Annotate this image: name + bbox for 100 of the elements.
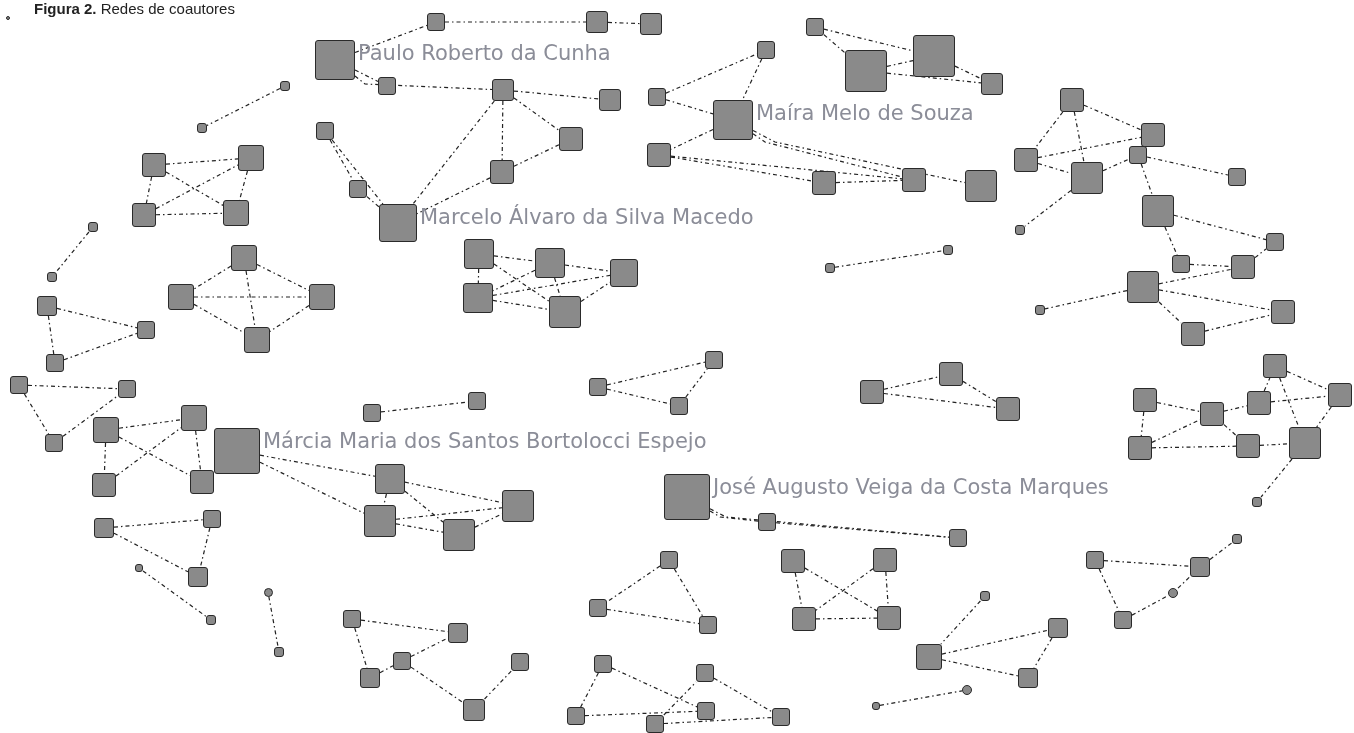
author-node (996, 397, 1020, 421)
author-node (363, 404, 381, 422)
author-node (943, 245, 953, 255)
coauthor-link (580, 281, 611, 303)
author-node (697, 702, 715, 720)
author-node (118, 380, 136, 398)
coauthor-link (395, 507, 503, 520)
coauthor-link (1158, 268, 1232, 285)
coauthor-link (606, 565, 661, 603)
coauthor-link (673, 568, 704, 617)
coauthor-link (815, 617, 878, 620)
author-node (502, 490, 534, 522)
author-node (1086, 551, 1104, 569)
author-node (913, 35, 955, 77)
author-node (223, 200, 249, 226)
coauthor-link (823, 34, 846, 54)
coauthor-link (670, 156, 813, 182)
coauthor-link (56, 307, 138, 329)
coauthor-link (741, 58, 763, 101)
coauthor-link (564, 264, 611, 272)
coauthor-link (752, 133, 903, 178)
author-node (1252, 497, 1262, 507)
author-node (939, 362, 963, 386)
coauthor-link (1263, 377, 1271, 392)
author-node (137, 321, 155, 339)
coauthor-link (513, 90, 600, 100)
coauthor-link (501, 100, 504, 161)
figure-title: Figura 2. Redes de coautores (34, 0, 235, 17)
coauthor-link (1146, 156, 1229, 176)
coauthor-link (331, 139, 384, 205)
author-node (758, 513, 776, 531)
author-node (343, 610, 361, 628)
coauthor-link (834, 250, 944, 268)
author-node (309, 284, 335, 310)
author-node (640, 13, 662, 35)
author-node (92, 473, 116, 497)
author-node (981, 73, 1003, 95)
coauthor-link (883, 376, 940, 390)
author-node (965, 170, 997, 202)
author-node (46, 354, 64, 372)
author-node (364, 505, 396, 537)
author-node (696, 664, 714, 682)
author-node (1060, 88, 1084, 112)
coauthor-link (954, 65, 982, 80)
author-node (1236, 434, 1260, 458)
author-node (586, 11, 608, 33)
author-node (6, 16, 10, 20)
coauthor-link (835, 179, 903, 184)
author-name: José Augusto Veiga da Costa Marques (713, 475, 1109, 499)
author-node (1200, 402, 1224, 426)
coauthor-link (62, 395, 119, 437)
coauthor-link (1158, 301, 1182, 324)
author-node (660, 551, 678, 569)
coauthor-link (1037, 136, 1142, 159)
coauthor-link (1223, 424, 1237, 436)
author-name: Maíra Melo de Souza (756, 101, 974, 125)
coauthor-link (193, 303, 245, 334)
author-node (94, 518, 114, 538)
coauthor-link (379, 665, 394, 674)
coauthor-link (113, 532, 189, 573)
author-node (1190, 557, 1210, 577)
coauthor-link (1103, 560, 1191, 567)
coauthor-link (113, 519, 204, 528)
author-node (206, 615, 216, 625)
author-node (647, 143, 671, 167)
author-node (1142, 195, 1174, 227)
author-node (1228, 168, 1246, 186)
author-node (599, 89, 621, 111)
coauthor-link (670, 155, 903, 180)
coauthor-link (685, 368, 708, 398)
author-node (427, 13, 445, 31)
author-node (980, 591, 990, 601)
coauthor-link (354, 69, 379, 83)
coauthor-link (1286, 370, 1329, 391)
coauthor-link (195, 430, 202, 471)
coauthor-link (1073, 111, 1085, 163)
author-node (280, 81, 290, 91)
author-node (468, 392, 486, 410)
coauthor-link (713, 677, 773, 713)
author-node (1266, 233, 1284, 251)
coauthor-link (115, 427, 182, 477)
coauthor-link (63, 332, 138, 361)
coauthor-link (580, 672, 599, 708)
author-node (231, 245, 257, 271)
coauthor-link (354, 75, 493, 91)
author-node (274, 647, 284, 657)
coauthor-link (1156, 401, 1201, 413)
author-node (589, 378, 607, 396)
author-name: Márcia Maria dos Santos Bortolocci Espejo (263, 429, 707, 453)
coauthor-link (259, 454, 376, 477)
coauthor-link (941, 659, 1019, 677)
author-name: Marcelo Álvaro da Silva Macedo (420, 205, 754, 229)
coauthor-link (1254, 248, 1267, 259)
coauthor-link (23, 393, 50, 435)
author-name: Paulo Roberto da Cunha (358, 41, 611, 65)
coauthor-link (804, 567, 878, 612)
author-node (1129, 146, 1147, 164)
coauthor-link (513, 144, 560, 167)
coauthor-link (584, 710, 698, 717)
author-node (873, 548, 897, 572)
